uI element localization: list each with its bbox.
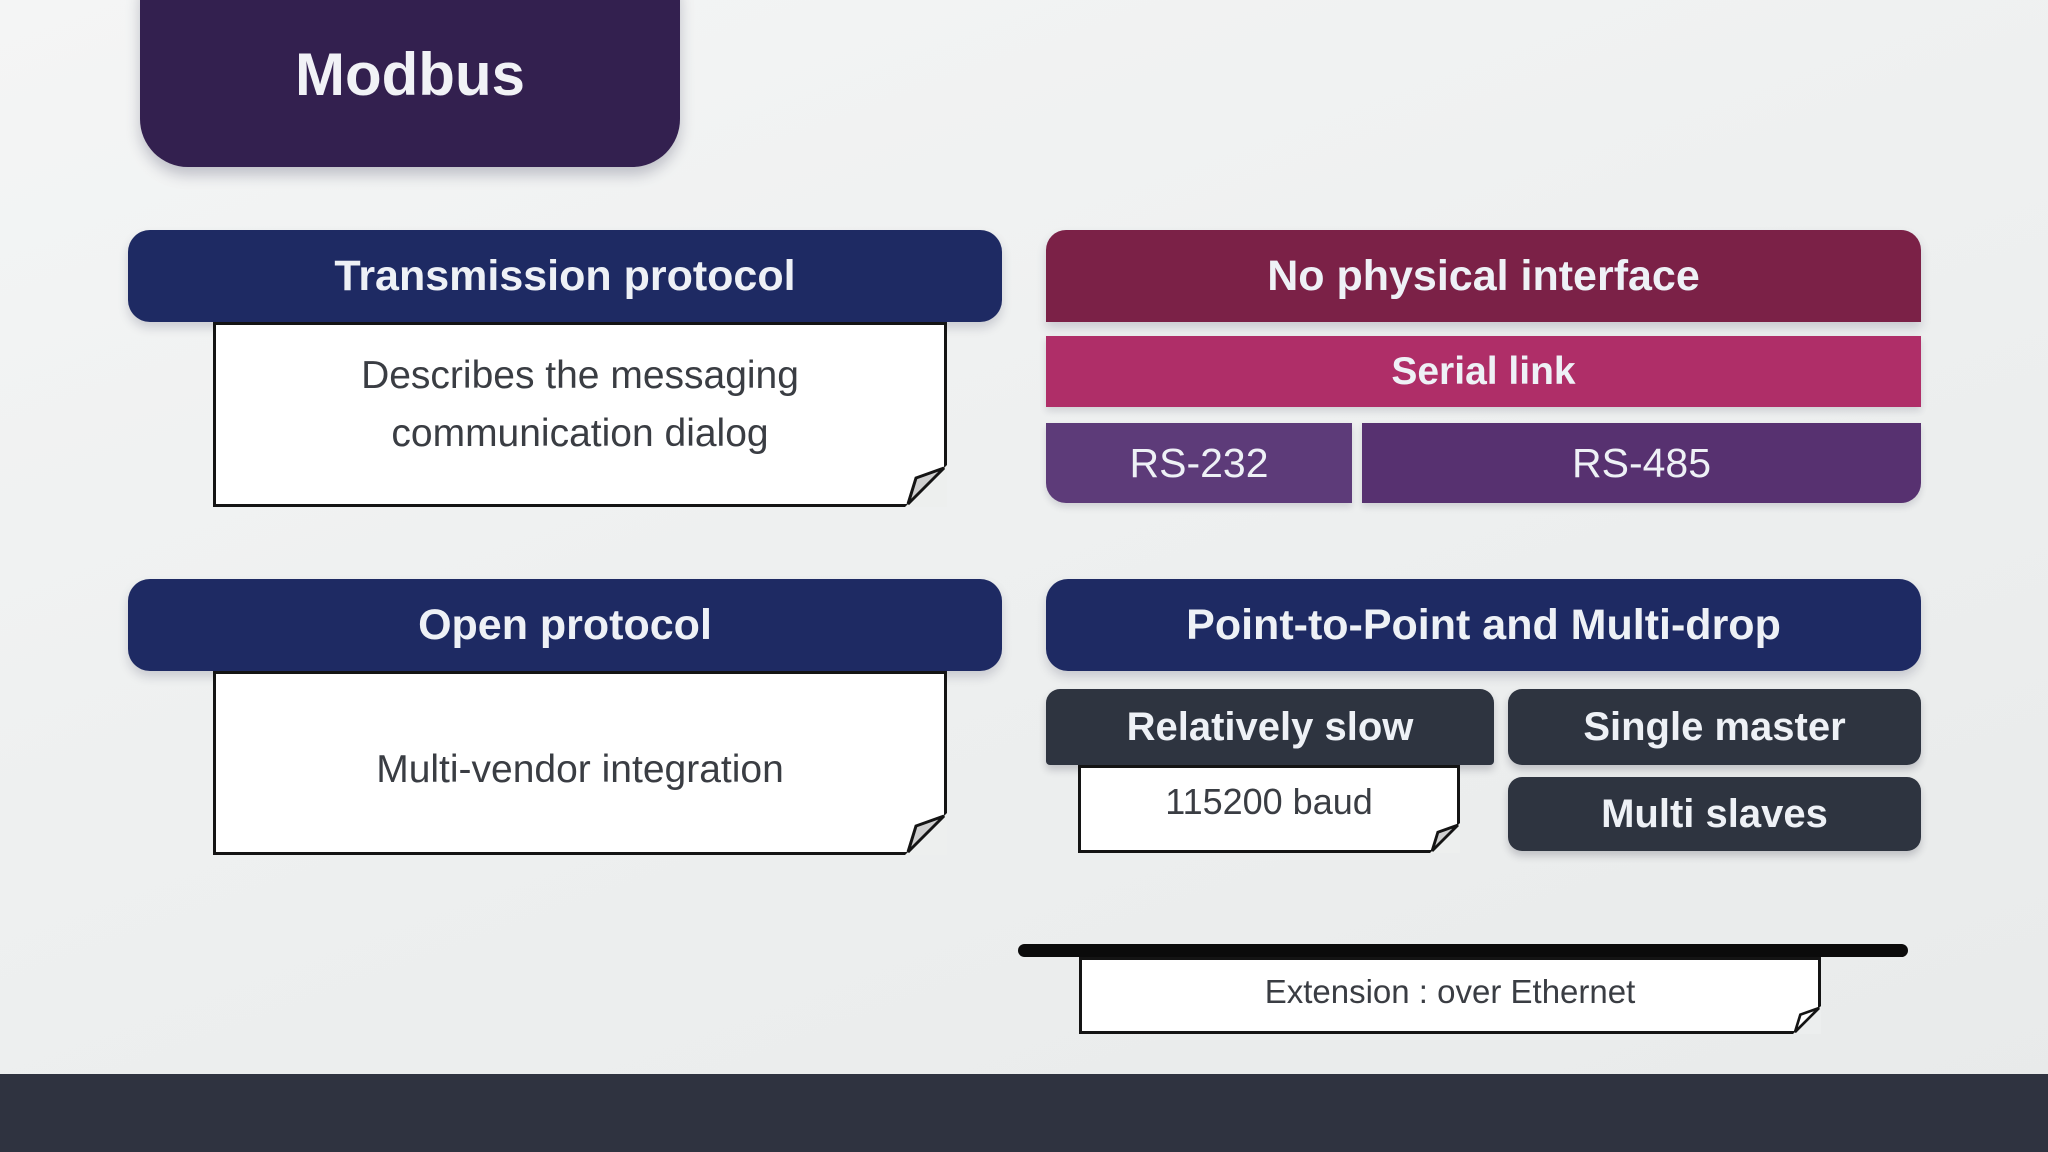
multi-slaves-box: Multi slaves bbox=[1508, 777, 1921, 851]
open-protocol-note-text: Multi-vendor integration bbox=[376, 748, 784, 791]
transmission-protocol-label: Transmission protocol bbox=[334, 251, 796, 300]
transmission-note-line1: Describes the messaging bbox=[361, 353, 799, 397]
open-protocol-note: Multi-vendor integration bbox=[213, 671, 947, 855]
open-protocol-header: Open protocol bbox=[128, 579, 1002, 671]
multi-slaves-label: Multi slaves bbox=[1601, 791, 1828, 836]
transmission-note: Describes the messaging communication di… bbox=[213, 322, 947, 507]
folded-corner-icon bbox=[905, 465, 947, 507]
single-master-label: Single master bbox=[1583, 704, 1846, 749]
baud-rate-note: 115200 baud bbox=[1078, 765, 1460, 853]
relatively-slow-box: Relatively slow bbox=[1046, 689, 1494, 765]
no-physical-interface-header: No physical interface bbox=[1046, 230, 1921, 322]
rs485-box: RS-485 bbox=[1362, 423, 1921, 503]
topology-label: Point-to-Point and Multi-drop bbox=[1186, 600, 1781, 649]
serial-link-label: Serial link bbox=[1391, 349, 1576, 393]
extension-note: Extension : over Ethernet bbox=[1079, 957, 1821, 1034]
topology-header: Point-to-Point and Multi-drop bbox=[1046, 579, 1921, 671]
open-protocol-label: Open protocol bbox=[418, 600, 712, 649]
folded-corner-icon bbox=[905, 813, 947, 855]
single-master-box: Single master bbox=[1508, 689, 1921, 765]
title-box: Modbus bbox=[140, 0, 680, 167]
baud-rate-text: 115200 baud bbox=[1165, 781, 1373, 822]
serial-link-bar: Serial link bbox=[1046, 336, 1921, 407]
relatively-slow-label: Relatively slow bbox=[1126, 704, 1414, 749]
page-title: Modbus bbox=[295, 41, 525, 108]
rs232-box: RS-232 bbox=[1046, 423, 1352, 503]
extension-note-text: Extension : over Ethernet bbox=[1264, 972, 1636, 1010]
divider-line bbox=[1018, 944, 1908, 957]
transmission-note-line2: communication dialog bbox=[391, 411, 769, 455]
footer-bar bbox=[0, 1074, 2048, 1152]
no-physical-interface-label: No physical interface bbox=[1267, 251, 1700, 300]
rs485-label: RS-485 bbox=[1571, 439, 1711, 486]
folded-corner-icon bbox=[1430, 823, 1460, 853]
rs232-label: RS-232 bbox=[1129, 439, 1269, 486]
transmission-protocol-header: Transmission protocol bbox=[128, 230, 1002, 322]
folded-corner-icon bbox=[1793, 1006, 1821, 1034]
